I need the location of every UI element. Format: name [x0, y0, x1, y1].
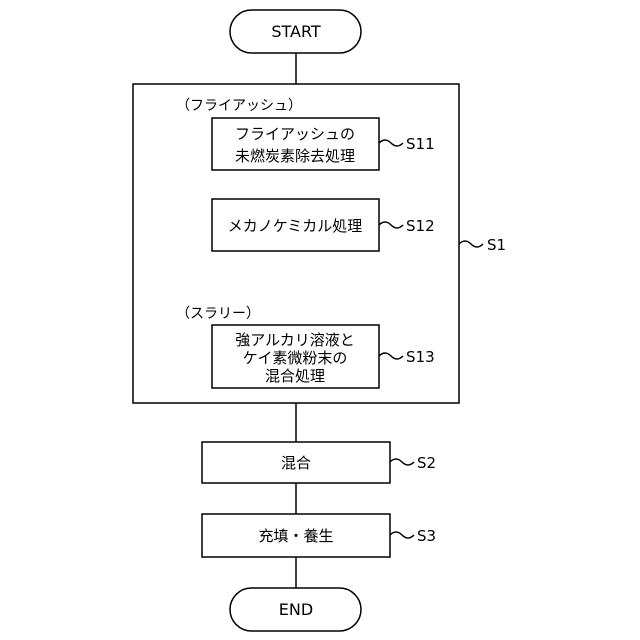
s1-step-id: S1 — [487, 236, 506, 254]
s3-text-line-1: 充填・養生 — [258, 527, 333, 545]
slurry-group-label: （スラリー） — [176, 306, 260, 322]
s13-text-line-2: ケイ素微粉末の — [243, 349, 348, 367]
s11-step-id: S11 — [406, 135, 435, 153]
s13-step-id: S13 — [406, 348, 435, 366]
s13-text-line-3: 混合処理 — [265, 367, 325, 385]
s13-text-line-1: 強アルカリ溶液と — [235, 331, 354, 349]
s12-text-line-1: メカノケミカル処理 — [228, 217, 363, 235]
s1-leader — [459, 241, 483, 247]
s11-text-line-2: 未燃炭素除去処理 — [235, 147, 355, 165]
s12-step-id: S12 — [406, 217, 435, 235]
s11-text-line-1: フライアッシュの — [235, 125, 355, 143]
fly-ash-group-label: （フライアッシュ） — [176, 98, 302, 114]
end-label: END — [279, 600, 313, 619]
s2-text-line-1: 混合 — [281, 454, 311, 472]
s3-step-id: S3 — [417, 527, 436, 545]
s2-leader — [390, 459, 414, 465]
s3-leader — [390, 532, 414, 538]
s2-step-id: S2 — [417, 454, 436, 472]
start-label: START — [271, 22, 321, 41]
